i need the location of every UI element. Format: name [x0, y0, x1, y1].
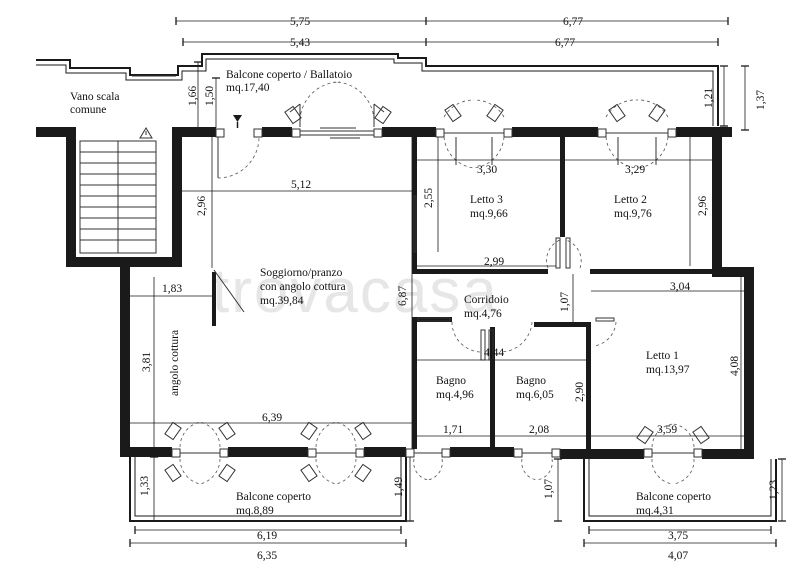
dim-255: 2,55: [423, 188, 435, 208]
label-soggiorno-area: mq.39,84: [260, 295, 304, 307]
label-balcone-right: Balcone coperto: [636, 491, 711, 503]
label-letto2: Letto 2: [614, 194, 647, 206]
ballatoio-outline: [36, 53, 719, 126]
dim-137: 1,37: [755, 90, 767, 110]
dim-top2-right: 6,77: [555, 37, 575, 49]
label-ballatoio-area: mq.17,40: [226, 82, 270, 94]
dim-304: 3,04: [670, 281, 690, 293]
dim-359: 3,59: [657, 424, 677, 436]
dim-512: 5,12: [291, 179, 311, 191]
interior-door-swings: [451, 239, 617, 353]
interior-dimension-lines: [130, 137, 744, 449]
dim-381: 3,81: [141, 352, 153, 372]
dim-107-bottom: 1,07: [543, 479, 555, 499]
west-wall: [120, 267, 172, 457]
label-balcone-right-area: mq.4,31: [636, 505, 674, 517]
dim-635: 6,35: [257, 550, 277, 562]
interior-walls: [212, 137, 712, 449]
label-bagno1-area: mq.4,96: [436, 389, 474, 401]
dim-149: 1,49: [393, 477, 405, 497]
dim-208: 2,08: [529, 424, 549, 436]
label-vano-scala: Vano scala: [70, 91, 120, 103]
dim-top2-left: 5,43: [290, 37, 310, 49]
dim-123: 1,23: [768, 480, 780, 500]
dim-639: 6,39: [262, 412, 282, 424]
dim-166: 1,66: [187, 86, 199, 106]
label-bagno2-area: mq.6,05: [516, 389, 554, 401]
label-corridoio-area: mq.4,76: [464, 308, 502, 320]
dim-top1-left: 5,75: [290, 16, 310, 28]
dim-407: 4,07: [668, 550, 688, 562]
dim-296-left: 2,96: [196, 196, 208, 216]
dim-183: 1,83: [162, 283, 182, 295]
dim-296-right: 2,96: [697, 196, 709, 216]
dim-330: 3,30: [477, 164, 497, 176]
dim-150: 1,50: [204, 86, 216, 106]
dim-121: 1,21: [703, 88, 715, 108]
label-vano-comune: comune: [70, 104, 106, 116]
top-dimension-lines: [175, 17, 729, 46]
label-ballatoio: Balcone coperto / Ballatoio: [226, 69, 352, 81]
label-balcone-left: Balcone coperto: [236, 491, 311, 503]
label-angolo-cottura: angolo cottura: [169, 330, 181, 396]
label-balcone-left-area: mq.8,89: [236, 505, 274, 517]
south-wall: [164, 421, 710, 485]
dim-171: 1,71: [443, 424, 463, 436]
label-soggiorno-1: Soggiorno/pranzo: [260, 267, 343, 279]
dim-top1-right: 6,77: [563, 16, 583, 28]
dim-107-mid: 1,07: [559, 292, 571, 312]
dim-290: 2,90: [574, 382, 586, 402]
label-bagno2: Bagno: [516, 375, 546, 387]
north-wall: [182, 81, 732, 179]
label-bagno1: Bagno: [436, 375, 466, 387]
label-letto1-area: mq.13,97: [646, 364, 690, 376]
dim-133: 1,33: [139, 476, 151, 496]
dim-299: 2,99: [484, 256, 504, 268]
balcone-right-outline: [583, 459, 777, 522]
label-soggiorno-2: con angolo cottura: [260, 281, 346, 293]
dim-408: 4,08: [729, 356, 741, 376]
dim-687: 6,87: [397, 286, 409, 306]
left-top-dims: [194, 61, 220, 129]
stairwell: [36, 127, 182, 267]
east-wall: [702, 127, 754, 459]
label-letto3-area: mq.9,66: [470, 208, 508, 220]
label-corridoio: Corridoio: [464, 294, 509, 306]
label-letto3: Letto 3: [470, 194, 503, 206]
dim-329: 3,29: [625, 164, 645, 176]
dim-444: 4,44: [484, 347, 504, 359]
dim-619: 6,19: [257, 530, 277, 542]
watermark: trovacasa: [212, 257, 499, 326]
dim-375: 3,75: [668, 530, 688, 542]
bottom-dimension-lines: [129, 456, 786, 547]
label-letto1: Letto 1: [646, 350, 679, 362]
label-letto2-area: mq.9,76: [614, 208, 652, 220]
right-top-dims: [720, 65, 749, 131]
balcone-left-outline: [129, 457, 407, 522]
